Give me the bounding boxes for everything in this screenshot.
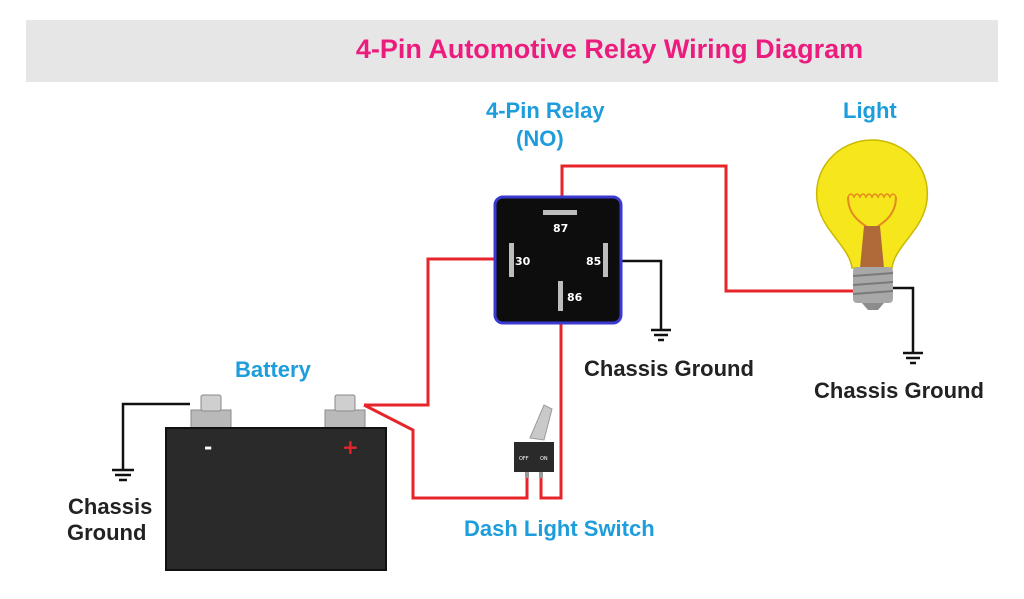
bulb-filament-coil <box>847 193 897 199</box>
battery-ground-label-line2: Ground <box>67 520 147 545</box>
battery-ground-label-line1: Chassis <box>68 494 153 519</box>
light-ground-label: Chassis Ground <box>814 378 984 403</box>
switch-label: Dash Light Switch <box>464 516 655 541</box>
pin-30-label: 30 <box>515 255 531 268</box>
light-label: Light <box>843 98 897 123</box>
battery-body <box>165 427 387 571</box>
bulb-glass <box>815 139 929 269</box>
bulb-stem <box>860 226 884 268</box>
switch-body <box>514 442 554 472</box>
light-bulb <box>815 139 929 310</box>
switch-on-label: ON <box>540 456 548 462</box>
wire-battery-neg-to-ground <box>121 402 190 470</box>
battery: - + <box>165 394 387 571</box>
pin-30-terminal <box>509 243 514 277</box>
wire-battery-to-switch <box>363 403 529 500</box>
positive-wires <box>363 164 858 500</box>
pin-85-terminal <box>603 243 608 277</box>
relay-label-line2: (NO) <box>516 126 564 151</box>
ground-icon <box>112 468 134 482</box>
battery-negative-symbol: - <box>204 435 212 459</box>
wire-85-to-ground <box>606 259 663 330</box>
wire-light-to-ground <box>893 286 915 352</box>
pin-87-terminal <box>543 210 577 215</box>
pin-86-label: 86 <box>567 291 583 304</box>
wire-switch-to-86 <box>539 305 563 500</box>
relay-label-line1: 4-Pin Relay <box>486 98 605 123</box>
bulb-tip <box>862 303 884 310</box>
wire-battery-to-30 <box>364 257 514 407</box>
title-banner: 4-Pin Automotive Relay Wiring Diagram <box>26 20 998 82</box>
battery-negative-terminal <box>190 394 232 429</box>
page-title: 4-Pin Automotive Relay Wiring Diagram <box>355 34 864 64</box>
ground-wires <box>121 259 915 470</box>
ground-icon <box>903 351 923 365</box>
pin-86-terminal <box>558 281 563 311</box>
switch-off-label: OFF <box>519 456 529 462</box>
relay: 87 30 85 86 <box>493 195 623 325</box>
switch-toggle <box>529 404 553 441</box>
ground-icon <box>651 328 671 342</box>
wire-87-to-light <box>560 164 858 293</box>
relay-body <box>493 195 623 325</box>
battery-label: Battery <box>235 357 311 382</box>
pin-85-label: 85 <box>586 255 601 268</box>
battery-positive-symbol: + <box>342 435 359 459</box>
battery-positive-terminal <box>324 394 366 429</box>
pin-87-label: 87 <box>553 222 568 235</box>
relay-ground-label: Chassis Ground <box>584 356 754 381</box>
dash-light-switch: OFF ON <box>514 404 554 478</box>
